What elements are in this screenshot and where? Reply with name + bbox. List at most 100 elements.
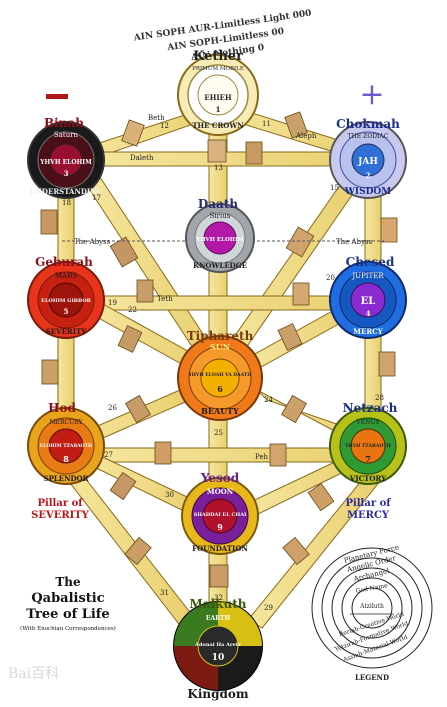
path-label-15: 15 <box>330 184 339 192</box>
tarot-card <box>41 359 59 385</box>
tiphareth-ring: BEAUTY <box>201 406 239 416</box>
tarot-card <box>292 282 310 306</box>
binah-ring: UNDERSTANDING <box>29 187 102 196</box>
tiphareth-planet: SUN <box>210 342 230 352</box>
netzach-number: 7 <box>365 454 371 464</box>
path-label-beth: Beth <box>148 114 165 122</box>
yesod-title: Yesod <box>200 471 240 485</box>
sephirah-binah: Binah Saturn YHVH ELOHIM 3 UNDERSTANDING <box>27 116 105 199</box>
chokmah-planet: THE ZODIAC <box>348 133 389 140</box>
path-label-aleph: Aleph <box>295 132 317 140</box>
pillar-mercy-symbol: + <box>359 77 384 112</box>
path-label-22: 22 <box>128 306 137 314</box>
hod-number: 8 <box>63 454 69 464</box>
tarot-card <box>307 482 335 512</box>
path-label-teth: Teth <box>157 295 173 303</box>
geburah-deity: ELOHIM GIBBOR <box>41 298 92 304</box>
path-label-24: 24 <box>264 396 273 404</box>
caption-line-4: (With Enochian Correspondences) <box>20 625 116 632</box>
chokmah-deity: JAH <box>357 157 378 167</box>
tarot-card <box>209 564 229 588</box>
path-label-abyss-right: The Abyss <box>336 238 373 246</box>
path-label-daleth: Daleth <box>130 154 154 162</box>
tarot-card <box>121 119 145 147</box>
path-label-20: 20 <box>326 274 335 282</box>
path-label-28: 28 <box>375 394 384 402</box>
tarot-card <box>154 441 172 465</box>
hod-planet: MERCURY <box>50 419 84 426</box>
netzach-deity: YHVH TZABAOTH <box>344 443 391 449</box>
sephirah-kether: Kether PRIMUM MOBILE EHIEH THE CROWN 1 <box>177 49 259 136</box>
binah-deity: YHVH ELOHIM <box>39 159 92 166</box>
tiphareth-title: Tiphareth <box>187 329 254 343</box>
watermark: Bai百科 <box>8 666 59 682</box>
daath-title: Daath <box>198 197 239 211</box>
chesed-planet: JUPITER <box>351 272 384 280</box>
kether-deity: EHIEH <box>204 93 232 102</box>
tarot-card <box>378 351 396 377</box>
tarot-card <box>245 141 263 165</box>
tarot-card <box>277 323 303 351</box>
malkuth-title: Malkuth <box>190 597 247 611</box>
malkuth-deity: Adonai Ha Aretz <box>194 642 241 648</box>
yesod-ring: FOUNDATION <box>192 544 248 553</box>
sephirah-chokmah: Chokmah THE ZODIAC JAH 2 WISDOM <box>329 117 407 199</box>
tarot-card <box>207 139 227 163</box>
hod-deity: ELOHIM TZABAOTH <box>40 443 93 449</box>
path-label-29: 29 <box>264 604 273 612</box>
pillar-mercy-label-1: Pillar of <box>345 498 391 509</box>
chesed-ring: MERCY <box>353 327 383 336</box>
tarot-card <box>285 226 315 258</box>
tarot-card <box>40 209 58 235</box>
legend-atziluth: Atziluth <box>359 603 384 610</box>
tarot-card <box>124 536 152 566</box>
pillar-severity-symbol <box>46 94 68 99</box>
legend: Planetary Force Angelic Order Archangel … <box>311 543 433 682</box>
pillar-severity-label-1: Pillar of <box>37 498 83 509</box>
path-label-26: 26 <box>108 404 117 412</box>
path-label-25: 25 <box>214 429 223 437</box>
tarot-card <box>109 236 139 268</box>
malkuth-planet: EARTH <box>206 615 231 622</box>
hod-ring: SPLENDOR <box>44 474 89 483</box>
caption-line-1: The <box>55 575 81 589</box>
tarot-card <box>269 443 287 467</box>
sephirah-malkuth: Malkuth EARTH Adonai Ha Aretz 10 Kingdom <box>173 597 263 701</box>
chokmah-number: 2 <box>366 171 371 180</box>
geburah-title: Geburah <box>35 255 93 269</box>
daath-planet: Sirius <box>210 212 231 220</box>
tarot-card <box>125 394 151 424</box>
tarot-cards <box>40 111 398 588</box>
path-label-30: 30 <box>165 491 174 499</box>
netzach-planet: VENUS <box>355 419 379 426</box>
path-label-32: 32 <box>214 594 223 602</box>
binah-planet: Saturn <box>54 131 79 139</box>
path-label-12: 12 <box>160 122 169 130</box>
path-label-19: 19 <box>108 299 117 307</box>
pillar-severity-label-2: SEVERITY <box>31 510 90 521</box>
tiphareth-deity: YHVH ELOAH VA DAATH <box>187 372 252 378</box>
path-label-11: 11 <box>262 120 271 128</box>
tarot-card <box>380 217 398 243</box>
sephirah-hod: Hod MERCURY ELOHIM TZABAOTH 8 SPLENDOR <box>27 401 105 485</box>
path-label-18: 18 <box>62 199 71 207</box>
caption-line-2: Qabalistic <box>31 591 104 606</box>
tiphareth-number: 6 <box>217 384 223 394</box>
sephirah-yesod: Yesod MOON SHADDAI EL CHAI 9 FOUNDATION <box>181 471 259 555</box>
netzach-title: Netzach <box>343 401 398 415</box>
kether-planet: PRIMUM MOBILE <box>192 66 244 72</box>
sephirah-chesed: Chesed JUPITER EL 4 MERCY <box>329 255 407 339</box>
kether-number: 1 <box>216 105 221 114</box>
tarot-card <box>282 536 310 566</box>
geburah-planet: MARS <box>55 272 77 280</box>
sephirah-daath: Daath Sirius YHVH ELOHIM KNOWLEDGE <box>185 197 255 273</box>
chesed-number: 4 <box>366 309 371 318</box>
tarot-card <box>109 471 137 501</box>
chokmah-ring: WISDOM <box>344 187 391 197</box>
kether-title: Kether <box>193 49 243 64</box>
daath-ring: KNOWLEDGE <box>193 261 247 270</box>
path-label-17: 17 <box>92 194 101 202</box>
kether-ring: THE CROWN <box>192 121 244 130</box>
yesod-planet: MOON <box>207 487 234 496</box>
